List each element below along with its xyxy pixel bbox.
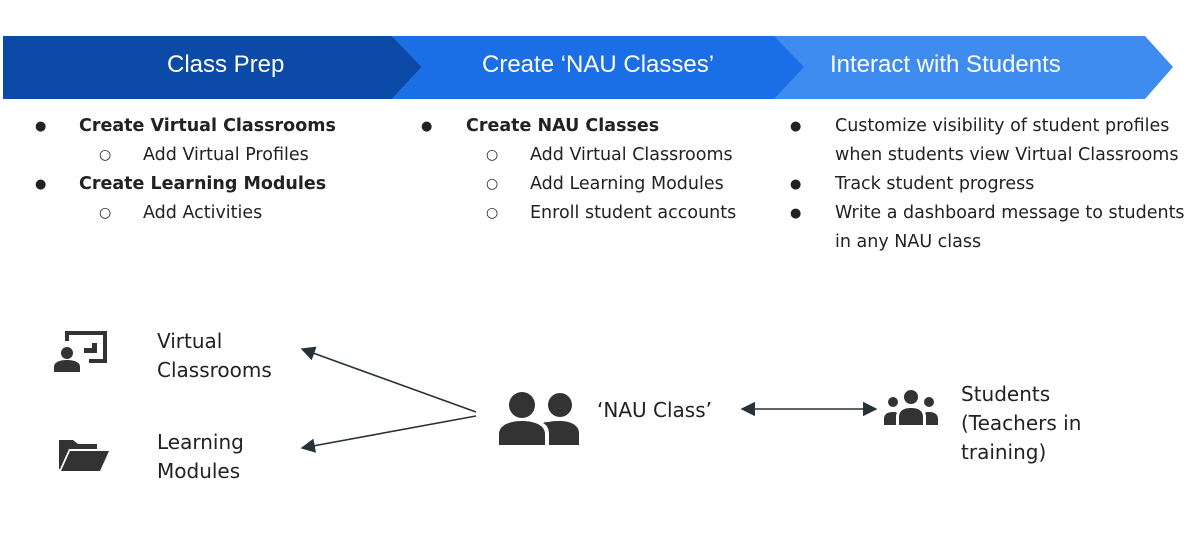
students-label-line1: Students xyxy=(961,382,1051,406)
list-item-text: Add Activities xyxy=(143,203,263,223)
open-folder-icon xyxy=(59,440,109,471)
students-label-line2: (Teachers in xyxy=(961,411,1082,435)
list-item-continued: in any NAU class xyxy=(0,228,1188,257)
circle-marker: ○ xyxy=(99,147,112,163)
list-item: ● Customize visibility of student profil… xyxy=(0,112,1188,141)
list-item: ○ Add Virtual Profiles xyxy=(0,141,390,170)
people-group-icon xyxy=(499,392,579,445)
list-item: ● Track student progress xyxy=(0,170,1188,199)
list-item-text: Add Learning Modules xyxy=(530,174,724,194)
arrow-virtual-classrooms-to-class xyxy=(300,346,477,413)
stage-label-interact: Interact with Students xyxy=(830,51,1061,78)
create-list: ● Create NAU Classes ○ Add Virtual Class… xyxy=(0,112,780,228)
learning-modules-label-line2: Modules xyxy=(157,459,241,483)
nau-class-label: ‘NAU Class’ xyxy=(597,398,712,422)
list-item-continued: when students view Virtual Classrooms xyxy=(0,141,1188,170)
list-item-text: Add Virtual Classrooms xyxy=(530,145,733,165)
list-item-text: Track student progress xyxy=(835,174,1035,194)
bullet-marker: ● xyxy=(790,119,802,134)
list-item-text: Customize visibility of student profiles xyxy=(835,116,1170,136)
stage-chevron-prep xyxy=(3,36,422,99)
classroom-presentation-icon xyxy=(54,331,107,372)
stage-chevron-interact xyxy=(770,36,1173,99)
list-item: ● Write a dashboard message to students xyxy=(0,199,1188,228)
bullet-marker: ● xyxy=(35,119,47,134)
list-item-text: Enroll student accounts xyxy=(530,203,737,223)
list-item: ● Create Virtual Classrooms xyxy=(0,112,390,141)
chevron-banner-shapes xyxy=(3,36,1173,99)
circle-marker: ○ xyxy=(486,147,499,163)
students-label-line3: training) xyxy=(961,440,1047,464)
list-item-text: in any NAU class xyxy=(835,232,982,252)
arrow-learning-modules-to-class xyxy=(300,415,477,453)
list-item-text: Create NAU Classes xyxy=(466,116,660,136)
list-item: ○ Add Learning Modules xyxy=(0,170,780,199)
circle-marker: ○ xyxy=(486,205,499,221)
circle-marker: ○ xyxy=(486,176,499,192)
list-item-text: Create Learning Modules xyxy=(79,174,327,194)
list-item: ● Create Learning Modules xyxy=(0,170,390,199)
stage-label-prep: Class Prep xyxy=(167,51,285,78)
list-item: ○ Add Virtual Classrooms xyxy=(0,141,780,170)
prep-list: ● Create Virtual Classrooms ○ Add Virtua… xyxy=(0,112,390,228)
list-item: ● Create NAU Classes xyxy=(0,112,780,141)
list-item-text: Write a dashboard message to students xyxy=(835,203,1185,223)
list-item-text: Add Virtual Profiles xyxy=(143,145,309,165)
list-item-text: Create Virtual Classrooms xyxy=(79,116,336,136)
list-item-text: when students view Virtual Classrooms xyxy=(835,145,1179,165)
virtual-classrooms-label-line1: Virtual xyxy=(157,329,223,353)
list-item: ○ Add Activities xyxy=(0,199,390,228)
stage-chevron-create xyxy=(392,36,804,99)
bullet-marker: ● xyxy=(790,206,802,221)
circle-marker: ○ xyxy=(99,205,112,221)
groups-icon xyxy=(884,390,938,425)
virtual-classrooms-label-line2: Classrooms xyxy=(157,358,272,382)
learning-modules-label-line1: Learning xyxy=(157,430,244,454)
process-banner: Class Prep Create ‘NAU Classes’ Interact… xyxy=(0,0,1188,110)
bullet-marker: ● xyxy=(421,119,433,134)
bullet-marker: ● xyxy=(35,177,47,192)
stage-label-create: Create ‘NAU Classes’ xyxy=(482,51,715,78)
list-item: ○ Enroll student accounts xyxy=(0,199,780,228)
interact-list: ● Customize visibility of student profil… xyxy=(0,112,1188,257)
bullet-marker: ● xyxy=(790,177,802,192)
